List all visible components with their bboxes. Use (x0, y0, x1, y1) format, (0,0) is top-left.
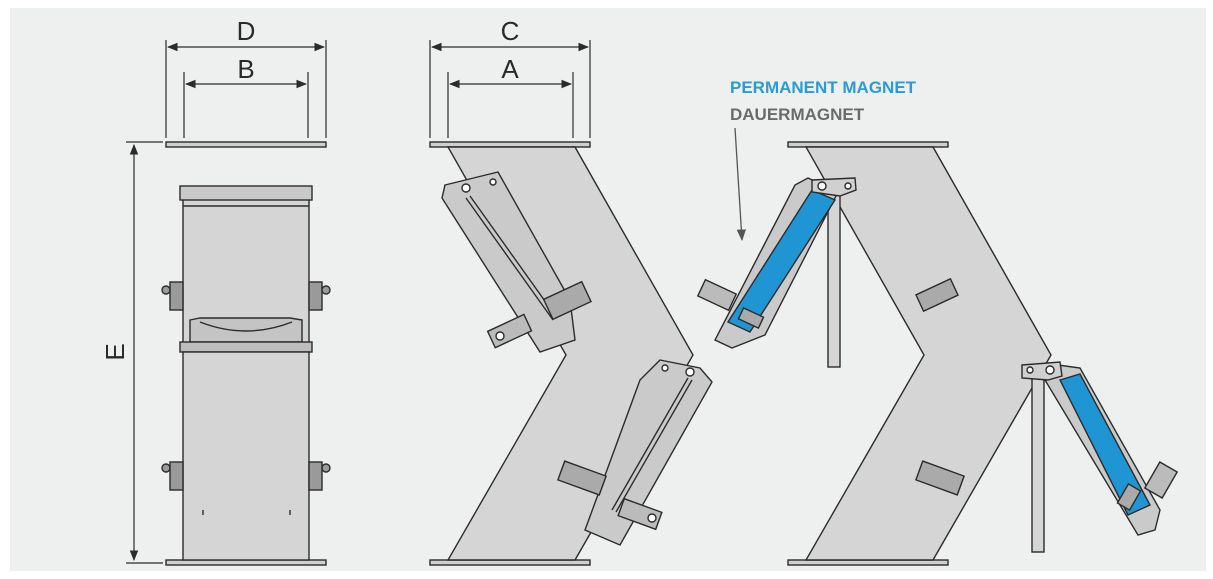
top-flange (429, 141, 591, 148)
dimension-a-label: A (501, 54, 519, 84)
handle (189, 317, 303, 343)
lower-body (182, 351, 310, 561)
upper-latch (486, 313, 533, 349)
side-view-open (696, 141, 1179, 566)
dimension-b-label: B (237, 54, 254, 84)
bottom-flange (429, 559, 591, 566)
clamp-left-lower (169, 461, 184, 491)
bottom-flange (787, 559, 949, 566)
clamp-right-lower (308, 461, 323, 491)
upper-header (179, 185, 313, 201)
front-view (161, 141, 331, 566)
upper-permanent-magnet (726, 189, 837, 333)
top-flange (165, 141, 327, 148)
upper-hinge-bar (827, 194, 841, 368)
upper-clamp (915, 277, 959, 313)
dimension-c-label: C (501, 16, 520, 46)
front-view-dimensions (126, 40, 327, 564)
callout-secondary-label: DAUERMAGNET (730, 105, 865, 124)
lower-latch (1143, 461, 1179, 499)
dimension-d-label: D (237, 16, 256, 46)
upper-clamp (542, 280, 592, 321)
callout-arrow (734, 127, 747, 242)
bottom-flange (165, 559, 327, 566)
side-view-closed (429, 141, 713, 566)
lower-clamp (915, 460, 965, 496)
clamp-right-upper (308, 281, 323, 311)
top-flange (787, 141, 949, 148)
joint-band (179, 341, 313, 353)
clamp-left-upper (169, 281, 184, 311)
upper-door (441, 171, 576, 353)
lower-door (584, 359, 713, 546)
lower-hinge-bar (1031, 371, 1045, 553)
lower-clamp (557, 460, 607, 496)
lower-permanent-magnet (1058, 373, 1151, 516)
callout-primary-label: PERMANENT MAGNET (730, 78, 917, 97)
upper-latch (696, 278, 738, 312)
dimension-e-label: E (100, 343, 130, 360)
side-view-dimensions (429, 40, 591, 138)
chute-body (804, 146, 1052, 561)
